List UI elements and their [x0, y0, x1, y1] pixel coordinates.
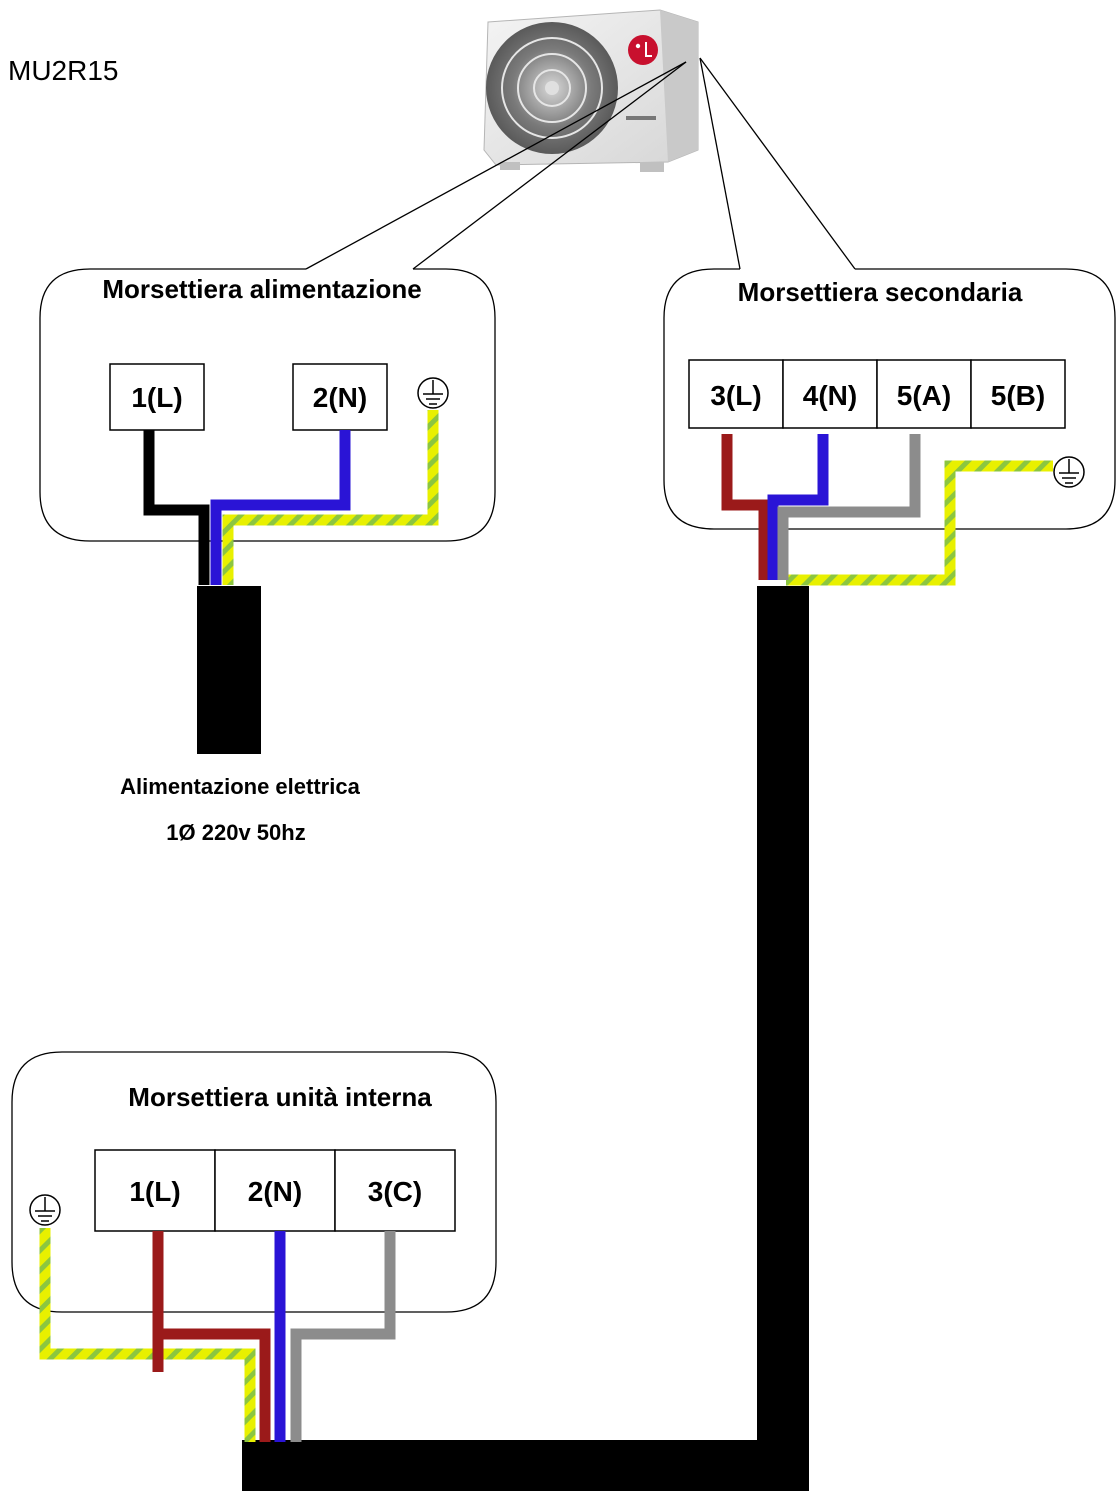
terminal-2N — [292, 363, 388, 431]
blue-wire — [767, 434, 829, 580]
callout-lines — [305, 57, 856, 270]
indoor-terminal-block: Morsettiera unità interna 1(L) 2(N) 3(C) — [11, 1051, 497, 1313]
supply-label: Alimentazione elettrica — [120, 774, 360, 799]
power-wiring — [143, 410, 439, 754]
terminal-label-2N: 2(N) — [313, 382, 367, 413]
earth-wire — [786, 460, 1053, 586]
blue-wire — [210, 430, 351, 585]
earth-icon — [1053, 456, 1085, 488]
terminal-2N — [214, 1149, 336, 1232]
terminal-1L — [94, 1149, 216, 1232]
black-wire — [143, 430, 210, 585]
terminal-label-1L: 1(L) — [131, 382, 182, 413]
secondary-wiring — [721, 434, 1053, 586]
power-block-title: Morsettiera alimentazione — [102, 274, 421, 304]
terminal-label-3L: 3(L) — [710, 380, 761, 411]
terminal-label-3C: 3(C) — [368, 1176, 422, 1207]
terminal-label-2N: 2(N) — [248, 1176, 302, 1207]
lg-logo — [628, 35, 658, 65]
indoor-wiring — [39, 1228, 396, 1442]
indoor-block-title: Morsettiera unità interna — [128, 1082, 432, 1112]
secondary-block-title: Morsettiera secondaria — [738, 277, 1023, 307]
earth-wire — [39, 1228, 256, 1442]
earth-wire — [222, 410, 439, 585]
power-terminal-block: Morsettiera alimentazione 1(L) 2(N) — [39, 268, 496, 542]
red-wire — [721, 434, 770, 580]
gray-wire — [777, 434, 921, 580]
power-cable — [197, 586, 261, 754]
connection-cable — [242, 586, 809, 1491]
terminal-label-1L: 1(L) — [129, 1176, 180, 1207]
supply-spec: 1Ø 220v 50hz — [166, 820, 305, 845]
terminal-4N — [782, 359, 878, 429]
earth-icon — [417, 377, 449, 409]
secondary-terminal-block: Morsettiera secondaria 3(L) 4(N) 5(A) 5(… — [663, 268, 1116, 530]
terminal-1L — [109, 363, 205, 431]
outdoor-unit-image — [483, 9, 699, 172]
terminal-3C — [334, 1149, 456, 1232]
earth-icon — [29, 1194, 61, 1226]
terminal-label-5B: 5(B) — [991, 380, 1045, 411]
terminal-label-5A: 5(A) — [897, 380, 951, 411]
model-label: MU2R15 — [8, 55, 118, 86]
terminal-3L — [688, 359, 784, 429]
terminal-5B — [970, 359, 1066, 429]
gray-wire — [290, 1231, 396, 1442]
terminal-label-4N: 4(N) — [803, 380, 857, 411]
